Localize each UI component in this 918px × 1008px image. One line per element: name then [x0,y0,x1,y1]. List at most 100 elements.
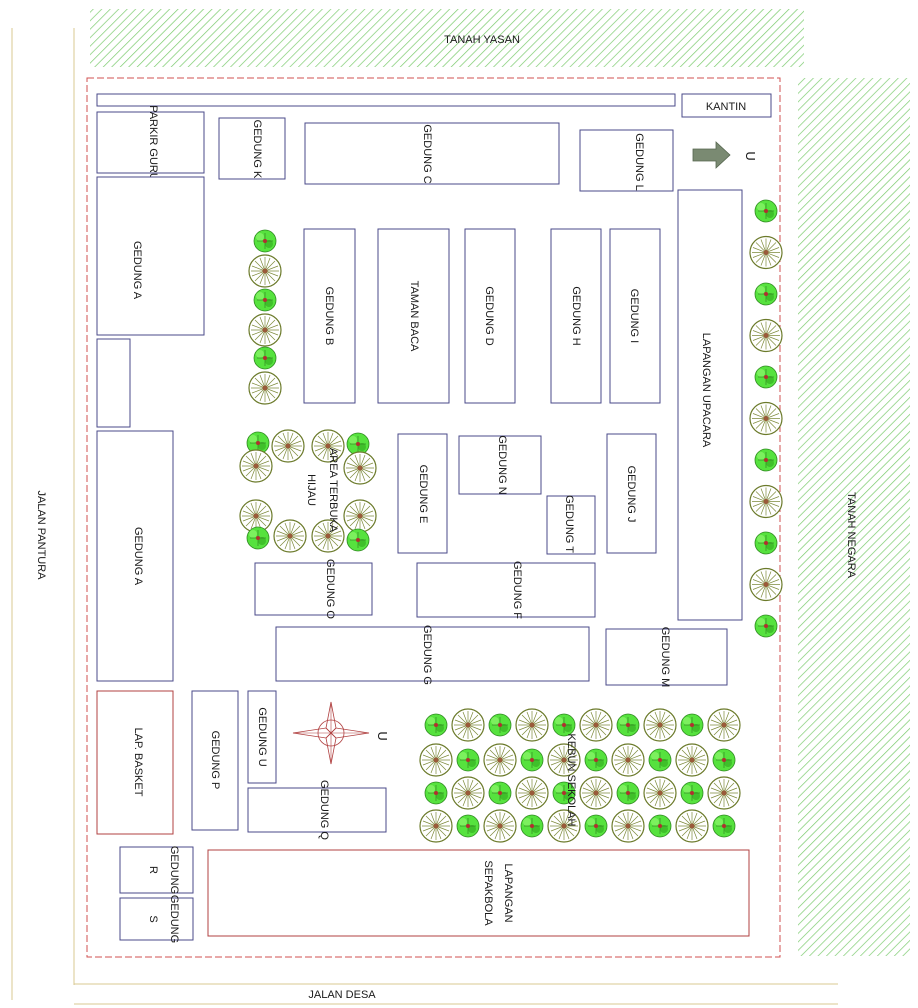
taman-baca-label: TAMAN BACA [408,281,420,352]
kantin-label: KANTIN [706,101,746,113]
tree-canopy-icon [611,743,645,777]
tanah-yasan-area [90,9,804,67]
tree-canopy-icon [643,708,677,742]
tree-canopy-icon [515,708,549,742]
lapangan-sepakbola-label-1: LAPANGAN [502,863,514,922]
shrub-icon [346,528,370,552]
tree-canopy-icon [749,235,783,270]
gedung-n [458,435,542,495]
gedung-a-bottom-label: GEDUNG A [132,527,144,586]
gedung-o-label: GEDUNG O [324,559,336,619]
shrub-icon [754,614,778,638]
gedung-k [218,117,286,180]
gedung-d [464,228,516,404]
lapangan-sepakbola [207,849,750,937]
compass-rose-icon [292,701,370,765]
tree-canopy-icon [749,567,783,602]
gedung-j-label: GEDUNG J [625,466,637,523]
shrub-icon [584,748,608,772]
tree-canopy-icon [643,776,677,810]
compass-u-label: U [375,731,390,740]
hijau-label: HIJAU [305,474,317,506]
shrub-icon [754,199,778,223]
gedung-l [579,129,674,192]
tree-canopy-icon [419,743,453,777]
gedung-i [609,228,661,404]
north-u-label: U [743,151,758,160]
tree-canopy-icon [271,429,305,463]
gedung-r-label-1: GEDUNG [168,846,180,894]
shrub-icon [424,781,448,805]
gedung-b [303,228,356,404]
tree-canopy-icon [579,708,613,742]
tanah-yasan-label: TANAH YASAN [444,34,520,46]
tree-canopy-icon [675,743,709,777]
shrub-icon [456,814,480,838]
tree-canopy-icon [611,809,645,843]
tree-canopy-icon [483,809,517,843]
shrub-icon [253,346,277,370]
gedung-a-bottom [96,430,174,682]
tree-canopy-icon [579,776,613,810]
tree-canopy-icon [343,499,377,533]
gedung-f-label: GEDUNG F [511,561,523,619]
gedung-e-label: GEDUNG E [417,465,429,524]
gedung-q-label: GEDUNG Q [318,780,330,840]
gedung-u [247,690,277,784]
school-fence [86,77,781,958]
tree-canopy-icon [483,743,517,777]
tree-canopy-icon [675,809,709,843]
gedung-p-label: GEDUNG P [209,731,221,790]
shrub-icon [520,748,544,772]
shrub-icon [488,713,512,737]
gedung-i-label: GEDUNG I [628,289,640,343]
tree-canopy-icon [343,451,377,485]
gedung-t-label: GEDUNG T [563,495,575,553]
lapangan-upacara-label: LAPANGAN UPACARA [700,333,712,448]
tree-canopy-icon [451,776,485,810]
tanah-negara-label: TANAH NEGARA [845,492,857,579]
shrub-icon [754,282,778,306]
shrub-icon [616,781,640,805]
gedung-p [191,690,239,831]
parkir-guru-label: PARKIR GURU [147,105,159,181]
gedung-o [254,562,373,616]
gedung-c [304,122,560,185]
shrub-icon [754,365,778,389]
gedung-m [605,628,728,686]
shrub-icon [488,781,512,805]
gedung-k-label: GEDUNG K [251,120,263,179]
shrub-icon [246,526,270,550]
gedung-r-label-2: R [147,866,159,874]
gedung-f [416,562,596,618]
gedung-l-label: GEDUNG L [633,133,645,190]
shrub-icon [754,448,778,472]
shrub-icon [424,713,448,737]
tree-canopy-icon [451,708,485,742]
kebun-sekolah-label: KEBUN SEKOLAH [565,734,577,827]
lap-basket-label: LAP. BASKET [132,728,144,797]
gedung-c-label: GEDUNG C [421,124,433,183]
shrub-icon [712,748,736,772]
tree-canopy-icon [248,371,282,405]
tree-canopy-icon [515,776,549,810]
tree-canopy-icon [273,519,307,553]
shrub-icon [680,781,704,805]
taman-baca [377,228,450,404]
gedung-t [546,495,596,555]
gedung-a-top [96,176,205,336]
shrub-icon [680,713,704,737]
shrub-icon [456,748,480,772]
shrub-icon [253,288,277,312]
gedung-d-label: GEDUNG D [483,286,495,345]
gedung-h [550,228,602,404]
tree-canopy-icon [248,254,282,288]
gedung-s-label-2: S [147,915,159,922]
tree-canopy-icon [749,401,783,436]
gedung-u-label: GEDUNG U [256,707,268,766]
lap-basket [96,690,174,835]
gedung-s-label-1: GEDUNG [168,895,180,943]
gedung-s [119,897,194,941]
tree-canopy-icon [707,776,741,810]
arrow-right-icon [692,141,731,169]
